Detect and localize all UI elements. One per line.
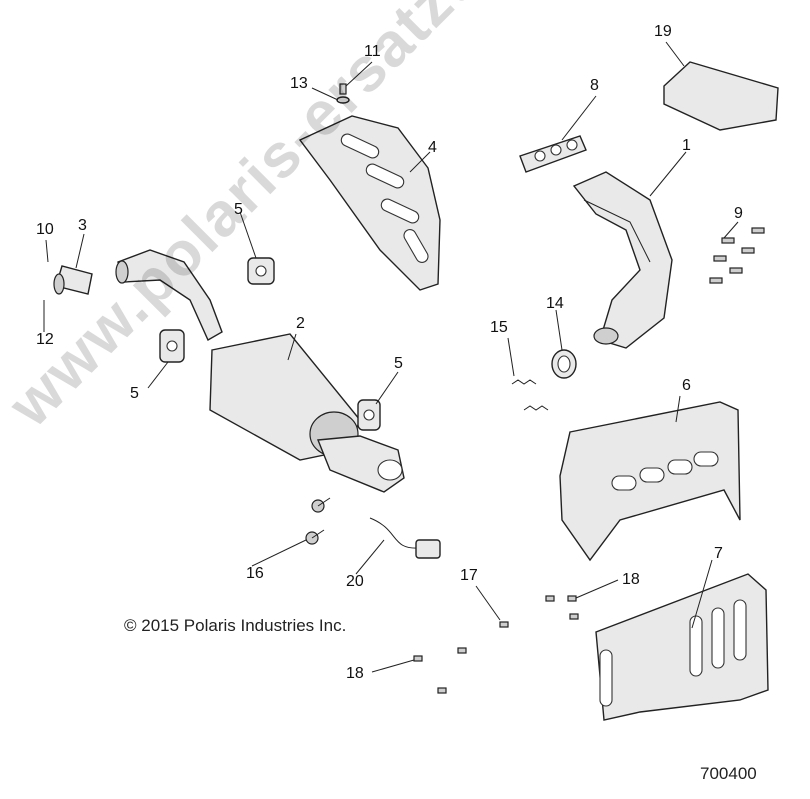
- gasket-part-8: [519, 135, 587, 173]
- isolator-mount-part-5b: [159, 329, 185, 363]
- callout-5-top: 5: [234, 201, 243, 218]
- callout-16: 16: [246, 565, 264, 582]
- callout-15: 15: [490, 319, 508, 336]
- tailpipe-part-3: [53, 265, 93, 295]
- muffler-part-2: [209, 333, 405, 493]
- bolts-part-16: [305, 497, 331, 545]
- callout-18-right: 18: [622, 571, 640, 588]
- callout-20: 20: [346, 573, 364, 590]
- bolts-part-9: [709, 227, 765, 284]
- callout-3: 3: [78, 217, 87, 234]
- heat-shield-part-6: [559, 401, 741, 562]
- callout-19: 19: [654, 23, 672, 40]
- callout-6: 6: [682, 377, 691, 394]
- heat-shield-part-19: [663, 61, 779, 131]
- callout-4: 4: [428, 139, 437, 156]
- diagram-number: 700400: [700, 764, 757, 783]
- callout-5-left: 5: [130, 385, 139, 402]
- callout-17: 17: [460, 567, 478, 584]
- callout-13: 13: [290, 75, 308, 92]
- callout-10: 10: [36, 221, 54, 238]
- seal-ring-part-14: [551, 349, 577, 379]
- copyright-text: © 2015 Polaris Industries Inc.: [124, 616, 347, 635]
- bolt-part-11: [336, 83, 350, 104]
- isolator-mount-part-5a: [247, 257, 275, 285]
- leader-lines: [43, 41, 739, 673]
- callout-1: 1: [682, 137, 691, 154]
- fasteners-part-17-18: [413, 595, 579, 694]
- callout-12: 12: [36, 331, 54, 348]
- spring-part-15: [511, 379, 549, 411]
- callout-14: 14: [546, 295, 564, 312]
- header-pipe-part-1: [572, 171, 673, 349]
- callout-11: 11: [364, 43, 381, 60]
- isolator-mount-part-5c: [357, 399, 381, 431]
- heat-shield-part-4: [298, 115, 441, 291]
- callout-2: 2: [296, 315, 305, 332]
- oxygen-sensor-part-20: [369, 517, 441, 559]
- callout-7: 7: [714, 545, 723, 562]
- callout-18-left: 18: [346, 665, 364, 682]
- callout-8: 8: [590, 77, 599, 94]
- heat-shield-part-7: [595, 573, 769, 721]
- callout-9: 9: [734, 205, 743, 222]
- callout-5-right: 5: [394, 355, 403, 372]
- muffler-inlet-pipe: [115, 249, 223, 341]
